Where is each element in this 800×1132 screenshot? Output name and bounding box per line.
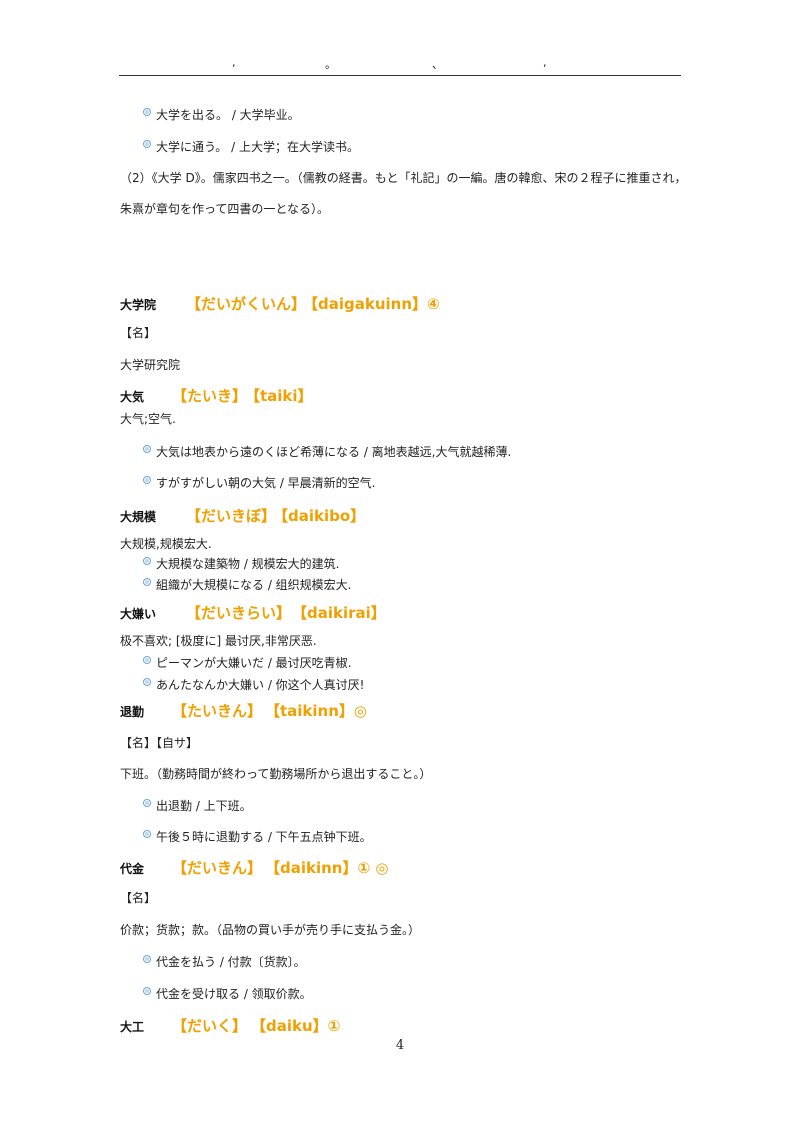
header-rule [119, 75, 681, 76]
entry-word: 代金 [120, 862, 145, 876]
example-text: 出退勤 / 上下班。 [156, 799, 252, 813]
entry-pos: 【名】 [120, 326, 157, 340]
entry-meaning: 大学研究院 [120, 358, 181, 372]
entry-meaning: 下班。（勤務時間が終わって勤務場所から退出すること。） [120, 767, 432, 781]
entry-word: 大気 [120, 390, 145, 404]
example-text: すがすがしい朝の大気 / 早晨清新的空气. [156, 476, 376, 490]
header-mark: 。 [325, 58, 336, 71]
bullet-icon [143, 578, 151, 586]
entry-kana: 【たいき】 [172, 387, 248, 405]
entry-kana: 【だいきらい】 [186, 604, 292, 622]
entry-word: 大規模 [120, 510, 157, 524]
paragraph-line: （2）《大学 D》。儒家四书之一。（儒教の経書。もと「礼記」の一編。唐の韓愈、宋… [120, 171, 687, 185]
bullet-icon [143, 108, 151, 116]
bullet-icon [143, 830, 151, 838]
header-mark: , [232, 56, 236, 69]
entry-romaji: 【daigakuinn】④ [303, 295, 440, 313]
entry-word: 大学院 [120, 298, 157, 312]
entry-kana: 【たいきん】 [172, 702, 263, 720]
example-text: 大学に通う。 / 上大学；在大学读书。 [156, 140, 359, 154]
entry-meaning: 价款；货款；款。（品物の買い手が売り手に支払う金。） [120, 923, 421, 937]
entry-word: 退勤 [120, 705, 145, 719]
entry-romaji: 【taiki】 [245, 387, 313, 405]
entry-meaning: 极不喜欢; [极度に] 最讨厌,非常厌恶. [120, 634, 317, 648]
entry-word: 大嫌い [120, 607, 157, 621]
entry-meaning: 大气;空气. [120, 412, 176, 426]
entry-romaji: 【daiku】① [251, 1017, 341, 1035]
bullet-icon [143, 678, 151, 686]
entry-kana: 【だいきん】 [172, 859, 263, 877]
example-text: 午後５時に退勤する / 下午五点钟下班。 [156, 830, 372, 844]
example-text: 代金を受け取る / 领取价款。 [156, 987, 312, 1001]
example-text: 大規模な建築物 / 规模宏大的建筑. [156, 557, 340, 571]
bullet-icon [143, 656, 151, 664]
example-text: 代金を払う / 付款〔货款〕。 [156, 955, 306, 969]
bullet-icon [143, 476, 151, 484]
entry-kana: 【だいがくいん】 [186, 295, 307, 313]
page-number: 4 [395, 1038, 405, 1053]
example-text: あんたなんか大嫌い / 你这个人真讨厌! [156, 678, 365, 692]
example-text: ピーマンが大嫌いだ / 最讨厌吃青椒. [156, 656, 352, 670]
example-text: 大気は地表から遠のくほど希薄になる / 离地表越远,大气就越稀薄. [156, 445, 512, 459]
bullet-icon [143, 955, 151, 963]
entry-kana: 【だいく】 [172, 1017, 248, 1035]
example-text: 大学を出る。 / 大学毕业。 [156, 108, 300, 122]
bullet-icon [143, 140, 151, 148]
header-mark: 、 [432, 58, 443, 71]
bullet-icon [143, 445, 151, 453]
entry-pos: 【名】【自サ】 [120, 736, 199, 750]
header-mark: , [543, 56, 547, 69]
entry-romaji: 【daikinn】① ◎ [265, 859, 389, 877]
bullet-icon [143, 987, 151, 995]
entry-word: 大工 [120, 1020, 145, 1034]
entry-romaji: 【taikinn】◎ [265, 702, 367, 720]
entry-kana: 【だいきぼ】 [186, 507, 277, 525]
entry-romaji: 【daikibo】 [273, 507, 366, 525]
entry-romaji: 【daikirai】 [292, 604, 386, 622]
example-text: 組織が大規模になる / 组织规模宏大. [156, 578, 352, 592]
entry-meaning: 大规模,规模宏大. [120, 537, 212, 551]
entry-pos: 【名】 [120, 891, 157, 905]
bullet-icon [143, 557, 151, 565]
paragraph-line: 朱熹が章句を作って四書の一となる）。 [120, 202, 330, 216]
bullet-icon [143, 799, 151, 807]
